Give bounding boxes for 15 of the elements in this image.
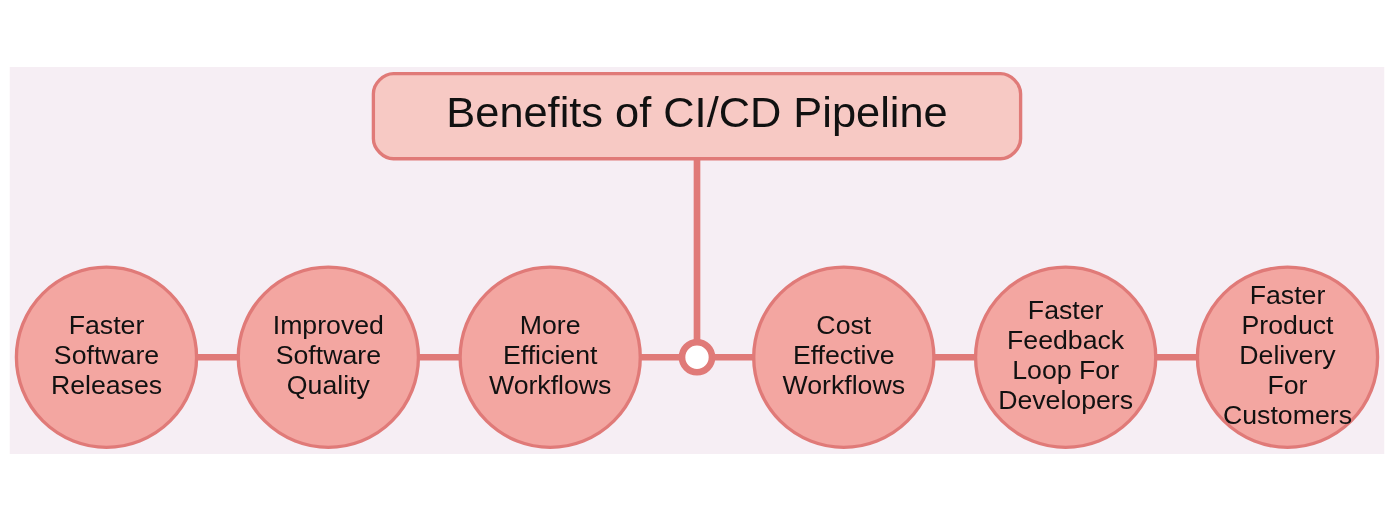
connector bbox=[693, 158, 701, 342]
node-circle: Faster Product Delivery For Customers bbox=[1195, 265, 1380, 449]
node-circle: Improved Software Quality bbox=[236, 265, 421, 449]
node-circle bbox=[678, 338, 716, 376]
node-circle: Cost Effective Workflows bbox=[752, 265, 936, 449]
connector bbox=[1155, 353, 1197, 361]
connector bbox=[640, 353, 682, 361]
connector bbox=[418, 353, 460, 361]
node-circle: Faster Feedback Loop For Developers bbox=[973, 265, 1158, 449]
node-circle: More Efficient Workflows bbox=[458, 265, 642, 449]
connector bbox=[196, 353, 238, 361]
connector bbox=[712, 353, 754, 361]
connector bbox=[933, 353, 976, 361]
node-box: Benefits of CI/CD Pipeline bbox=[371, 71, 1023, 160]
node-circle: Faster Software Releases bbox=[14, 265, 199, 449]
